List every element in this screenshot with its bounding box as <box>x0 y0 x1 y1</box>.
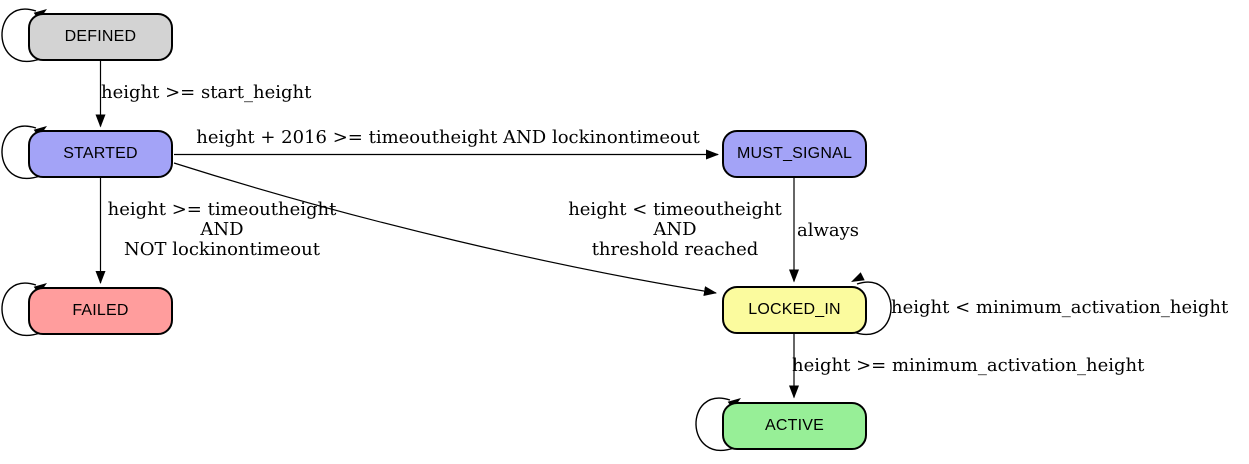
edge-label-started-to-locked-in: height < timeoutheight AND threshold rea… <box>568 199 782 260</box>
self-loop-defined <box>1 8 41 62</box>
edge-started-to-locked-in <box>173 162 717 297</box>
self-loop-locked-in <box>852 281 892 335</box>
state-node-must-signal: MUST_SIGNAL <box>722 130 867 178</box>
state-label-defined: DEFINED <box>64 28 137 45</box>
edge-label-started-to-must-signal: height + 2016 >= timeoutheight AND locki… <box>196 127 700 148</box>
state-node-failed: FAILED <box>28 287 173 335</box>
state-node-defined: DEFINED <box>28 13 173 61</box>
self-loop-started <box>1 125 41 179</box>
edge-label-started-to-failed: height >= timeoutheight AND NOT lockinon… <box>107 199 337 260</box>
edge-label-locked-in-to-active: height >= minimum_activation_height <box>792 355 1145 376</box>
state-node-locked-in: LOCKED_IN <box>722 286 867 334</box>
edge-label-defined-to-started: height >= start_height <box>101 82 312 103</box>
state-node-active: ACTIVE <box>722 402 867 450</box>
self-loop-failed <box>1 282 41 336</box>
self-loop-active <box>695 397 735 451</box>
state-label-locked-in: LOCKED_IN <box>748 301 841 318</box>
state-label-started: STARTED <box>63 145 138 162</box>
state-label-must-signal: MUST_SIGNAL <box>736 145 853 162</box>
state-label-active: ACTIVE <box>765 417 824 434</box>
state-node-started: STARTED <box>28 130 173 178</box>
state-label-failed: FAILED <box>72 302 129 319</box>
edge-label-locked-in-self-loop: height < minimum_activation_height <box>891 297 1229 318</box>
self-loop-locked-in-arrowhead <box>851 272 865 282</box>
edge-label-must-signal-to-locked-in: always <box>797 220 860 241</box>
